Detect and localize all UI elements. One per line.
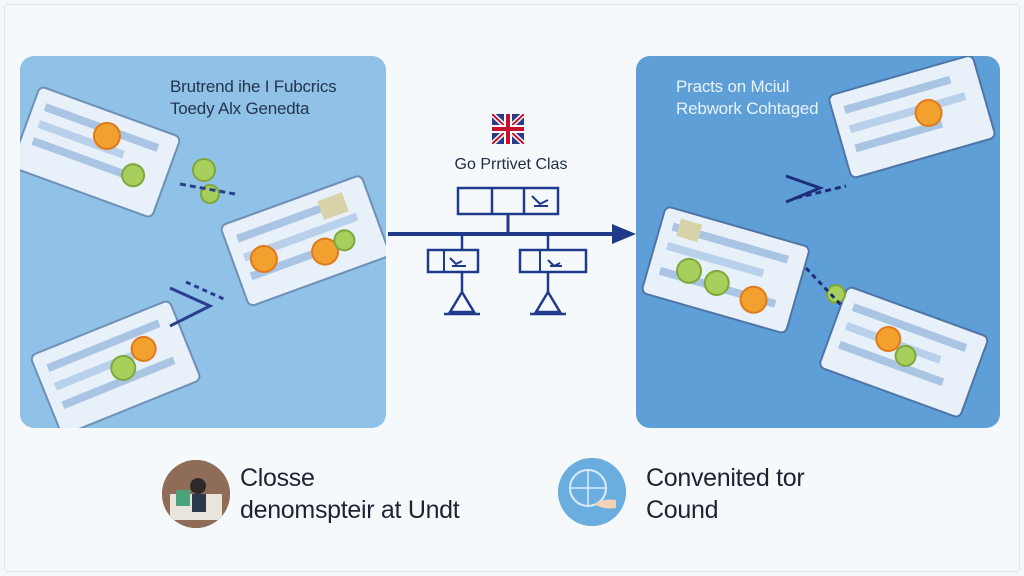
people-photo-icon [162, 460, 230, 528]
right-caption-line1: Convenited tor [646, 464, 805, 492]
card-middle [220, 175, 386, 307]
left-caption-line1: Closse [240, 464, 315, 492]
left-panel-title: Brutrend ihe I Fubcrics Toedy Alx Genedt… [170, 76, 370, 120]
right-panel-cards [641, 56, 996, 418]
card-center-right [641, 206, 810, 334]
center-label: Go Prrtivet Clas [454, 156, 568, 173]
card-bottom-right [819, 286, 989, 418]
card-top-right [828, 56, 996, 179]
right-title-line1: Practs on Mciul [676, 77, 790, 96]
uk-flag-icon [492, 114, 524, 144]
right-caption-line2: Cound [646, 496, 719, 524]
right-panel-title: Practs on Mciul Rebwork Cohtaged [676, 76, 876, 120]
right-caption: Convenited tor Cound [646, 462, 805, 526]
hierarchy-arrow-diagram [388, 186, 636, 316]
left-caption: Closse denomspteir at Undt [240, 462, 460, 526]
hand-globe-icon [558, 458, 626, 526]
left-title-line2: Toedy Alx Genedta [170, 99, 310, 118]
left-caption-line2: denomspteir at Undt [240, 496, 460, 524]
right-panel [636, 56, 1000, 428]
right-title-line2: Rebwork Cohtaged [676, 99, 819, 118]
card-bottom-left [30, 300, 201, 428]
card-top-left [20, 86, 181, 218]
left-title-line1: Brutrend ihe I Fubcrics [170, 77, 337, 96]
left-panel [20, 56, 386, 428]
left-panel-cards [20, 86, 386, 428]
